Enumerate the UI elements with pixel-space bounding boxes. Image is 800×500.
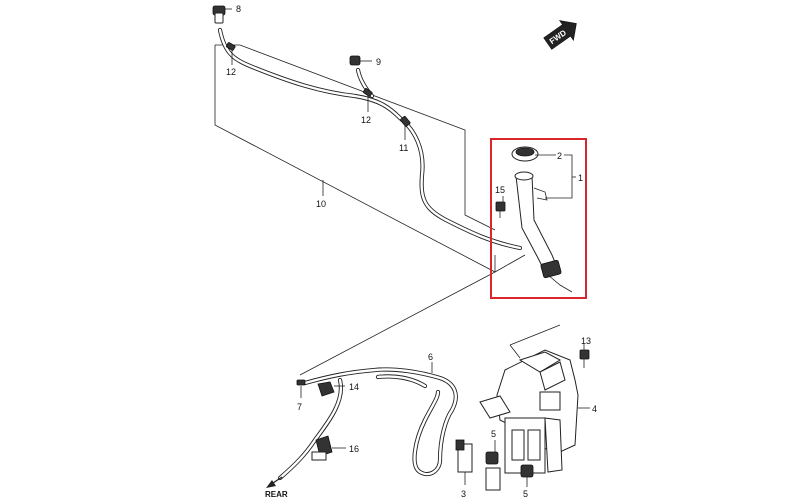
callout-14: 14: [349, 382, 359, 392]
callout-4: 4: [592, 404, 597, 414]
rear-label: REAR: [265, 490, 288, 499]
callout-15: 15: [495, 185, 505, 195]
callout-12-left: 12: [226, 67, 236, 77]
joint-7: [296, 379, 306, 398]
washer-tank-4: [479, 324, 590, 474]
filler-neck-1: [514, 171, 573, 293]
callout-6: 6: [428, 352, 433, 362]
callout-5-upper: 5: [491, 429, 496, 439]
callout-13: 13: [581, 336, 591, 346]
callout-2: 2: [557, 151, 562, 161]
callout-16: 16: [349, 444, 359, 454]
callout-9: 9: [376, 57, 381, 67]
grommet-5-lower: [520, 464, 534, 487]
grommet-5-upper: [485, 440, 499, 465]
callout-8: 8: [236, 4, 241, 14]
bolt-13: [579, 344, 590, 368]
callout-7: 7: [297, 402, 302, 412]
callout-10: 10: [316, 199, 326, 209]
washer-pump-body: [485, 467, 501, 491]
callout-11: 11: [399, 143, 408, 153]
callout-3: 3: [461, 489, 466, 499]
washer-hose-lower-6: [277, 362, 458, 481]
filler-neck-highlight: [490, 138, 587, 299]
nozzle-8: [212, 5, 232, 24]
leader-1-2: [545, 154, 573, 199]
nozzle-9: [349, 55, 372, 66]
clip-16: [311, 435, 346, 461]
callout-1: 1: [578, 173, 583, 183]
rear-arrow: [266, 476, 283, 488]
connector-12-left: [226, 42, 236, 65]
washer-hose-upper: [217, 27, 523, 251]
washer-pump-3: [455, 439, 473, 485]
fwd-arrow: FWD: [543, 20, 577, 50]
filler-cap-2: [511, 146, 556, 162]
callout-5-lower: 5: [523, 489, 528, 499]
joint-11: [400, 116, 411, 140]
connector-12-middle: [362, 88, 373, 112]
callout-12-middle: 12: [361, 115, 371, 125]
clip-14: [317, 381, 345, 397]
bolt-15: [495, 196, 506, 218]
